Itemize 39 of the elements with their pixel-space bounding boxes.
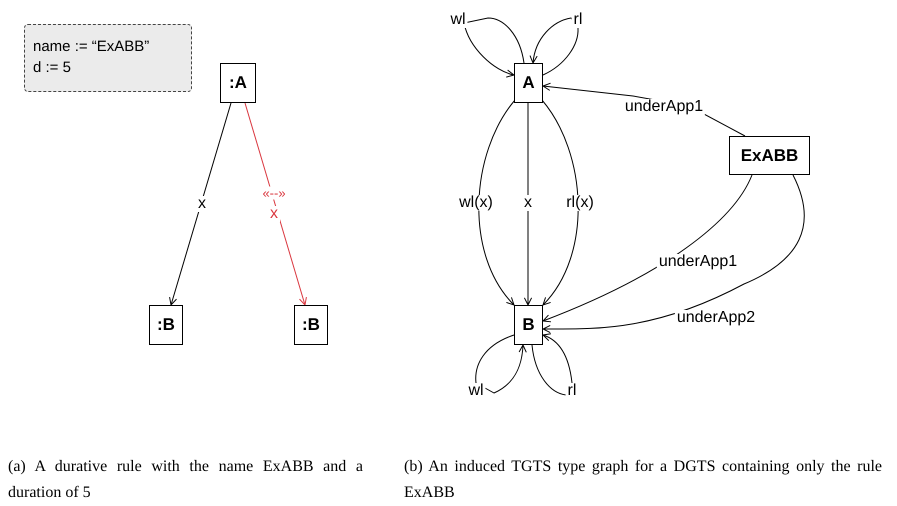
arrow bbox=[542, 174, 805, 334]
edge-label: rl bbox=[572, 12, 584, 28]
node-label: :B bbox=[302, 314, 320, 336]
edge-label: underApp2 bbox=[674, 310, 758, 326]
node-label: B bbox=[522, 314, 535, 336]
node-label: :A bbox=[229, 72, 247, 94]
arrow bbox=[475, 334, 527, 394]
attribute-box bbox=[24, 24, 192, 92]
node-label: :B bbox=[157, 314, 175, 336]
node-label: ExABB bbox=[740, 144, 798, 166]
attribute-text: name := “ExABB” bbox=[33, 38, 150, 57]
edge-label: x bbox=[522, 195, 534, 211]
node-box bbox=[514, 63, 543, 103]
edge-label: underApp1 bbox=[656, 254, 740, 270]
edge-label: x bbox=[268, 206, 280, 222]
arrow bbox=[524, 102, 532, 306]
edge-label: underApp1 bbox=[622, 99, 706, 115]
arrow bbox=[169, 102, 232, 306]
node-box bbox=[294, 305, 328, 345]
caption-text: (b) An induced TGTS type graph for a DGTS containing only the rule ExABB bbox=[404, 457, 882, 503]
arrow bbox=[530, 18, 578, 76]
node-label: A bbox=[522, 72, 535, 94]
arrow bbox=[532, 334, 572, 396]
edge-label: x bbox=[196, 196, 208, 212]
node-box bbox=[729, 136, 810, 175]
edge-label: rl(x) bbox=[564, 195, 596, 211]
edge-label: wl bbox=[448, 12, 468, 28]
node-box bbox=[514, 305, 543, 345]
arrow bbox=[542, 174, 752, 322]
caption-text: (a) A durative rule with the name ExABB and a duration of 5 bbox=[8, 457, 363, 503]
arrow bbox=[244, 102, 307, 306]
arrow bbox=[542, 100, 579, 306]
arrow bbox=[478, 100, 516, 306]
attribute-text: d := 5 bbox=[33, 59, 71, 78]
stereotype-label: «--» bbox=[260, 186, 288, 200]
node-box bbox=[149, 305, 183, 345]
edge-label: wl(x) bbox=[457, 195, 495, 211]
node-box bbox=[220, 63, 256, 103]
arrow bbox=[464, 18, 524, 78]
